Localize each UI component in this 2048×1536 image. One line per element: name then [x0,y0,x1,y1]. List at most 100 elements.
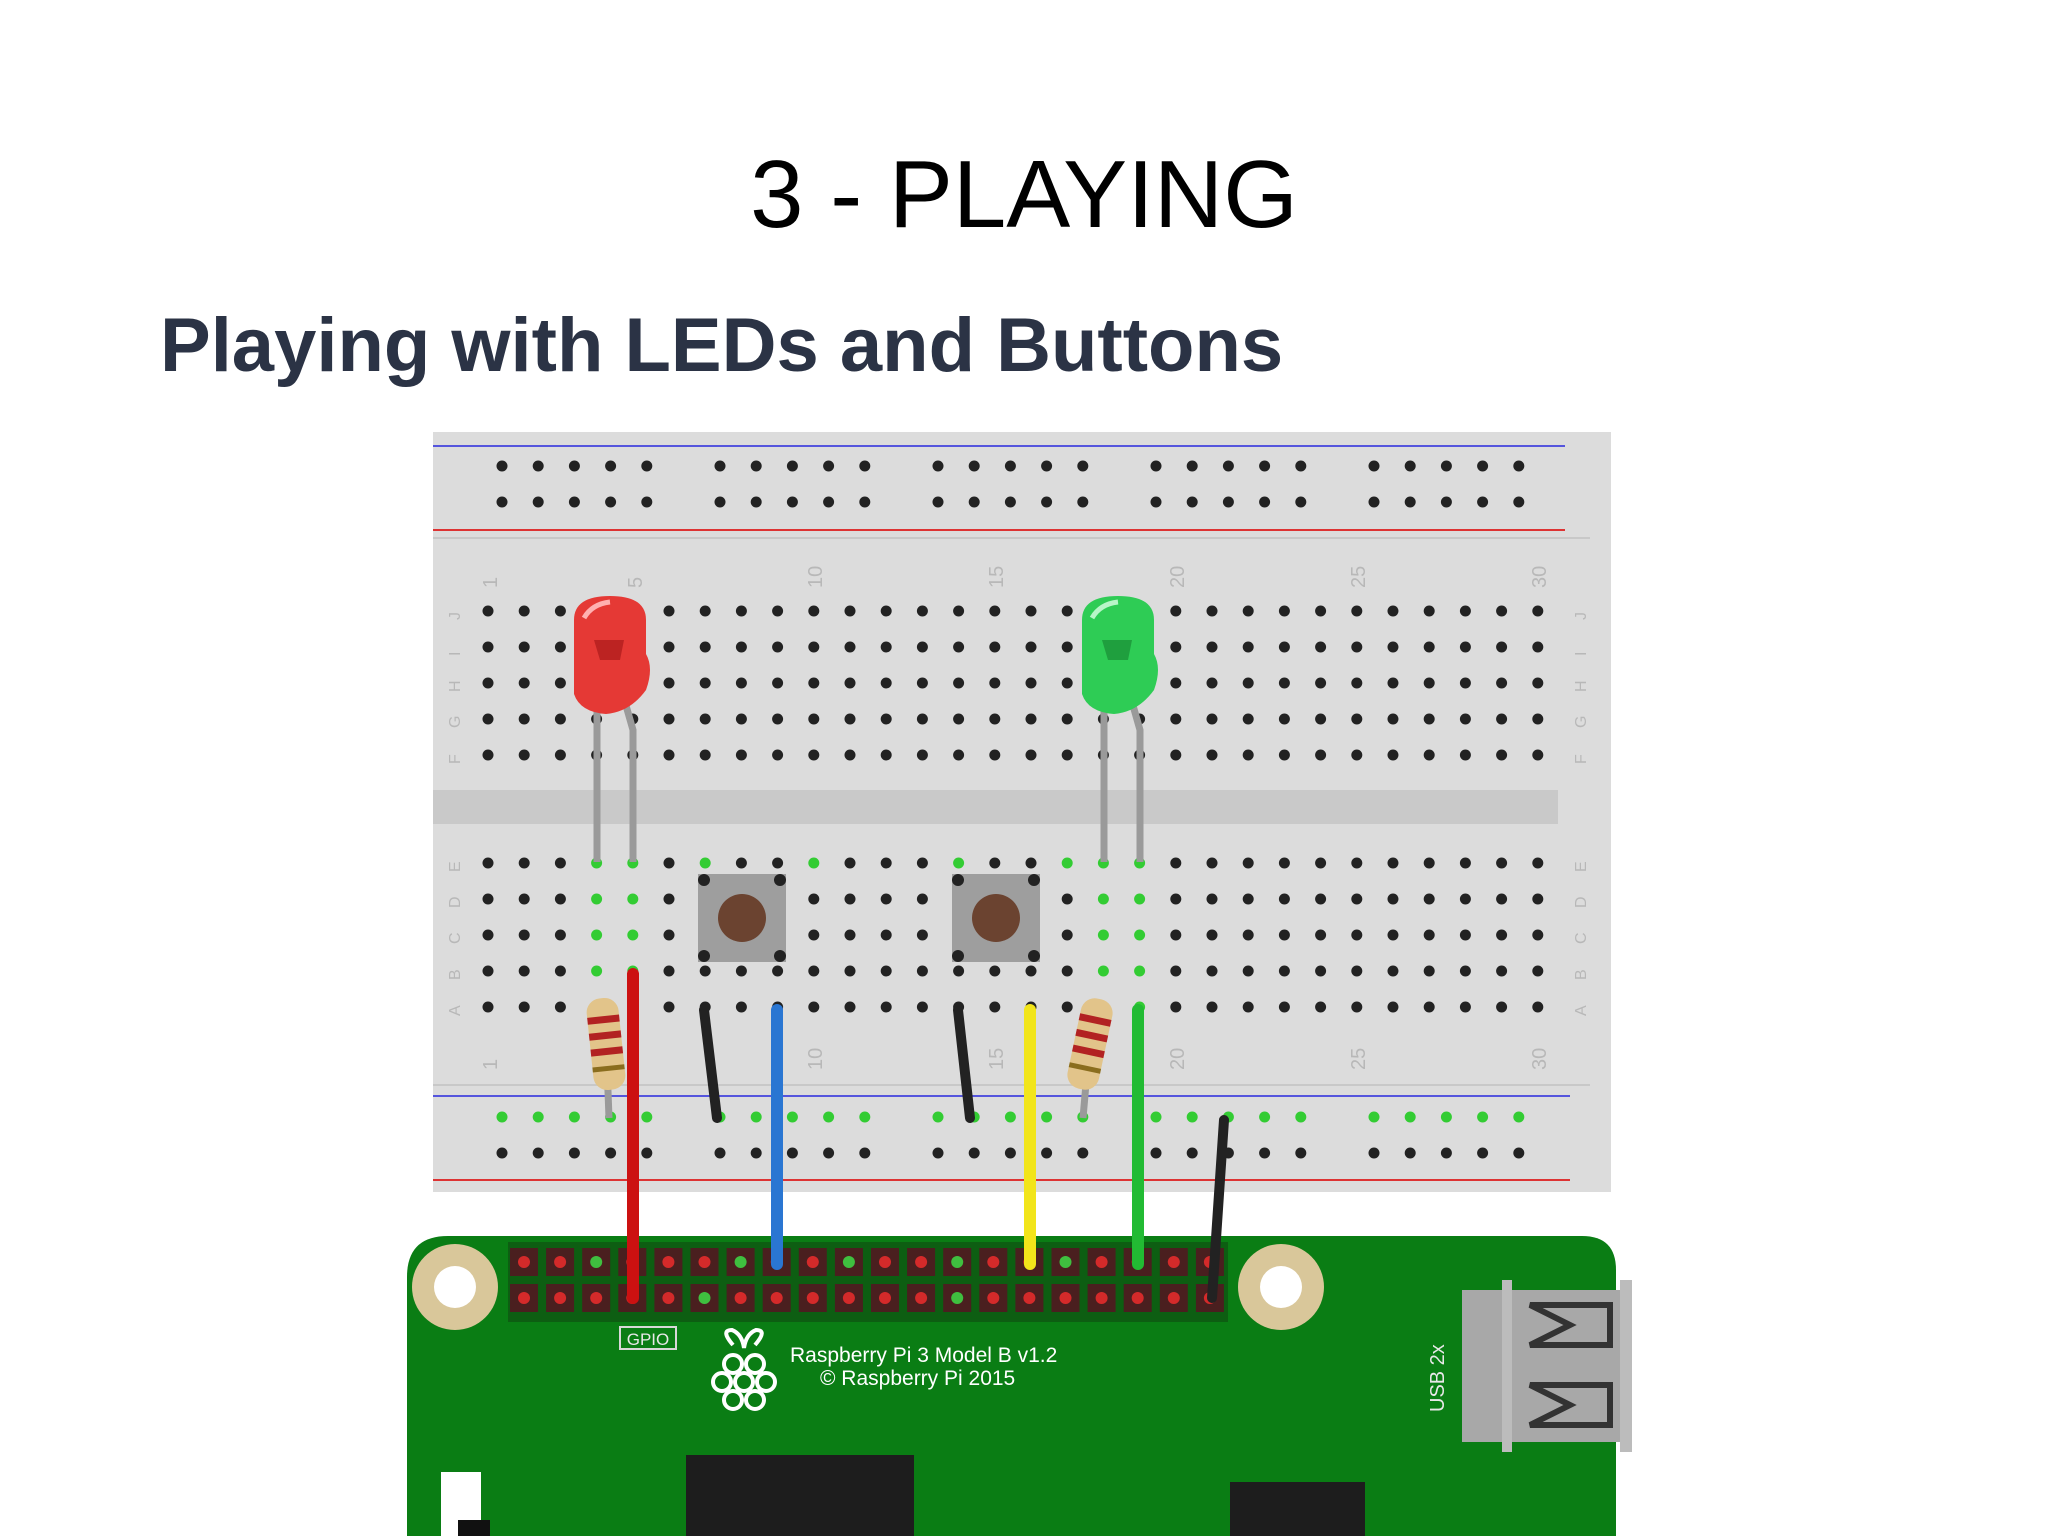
breadboard-hole [1061,893,1073,905]
gpio-pin [842,1256,855,1268]
power-rail-hole [714,496,726,508]
breadboard-hole [1097,965,1109,977]
breadboard-hole [1170,641,1182,653]
column-number: 10 [805,1048,827,1070]
breadboard-hole [1242,749,1254,761]
power-rail-hole [1440,1111,1452,1123]
breadboard-hole [1134,929,1146,941]
breadboard-hole [554,677,566,689]
row-letter: B [1573,969,1590,980]
breadboard-hole [808,965,820,977]
breadboard-hole [1170,965,1182,977]
breadboard-hole [916,929,928,941]
breadboard-hole [772,605,784,617]
breadboard-hole [1242,857,1254,869]
breadboard-hole [663,713,675,725]
gpio-pin [554,1256,567,1268]
breadboard-hole [844,857,856,869]
row-letters: J I H G F E D C B A J I H G F E D C B A [447,612,1590,1016]
power-rail-hole [641,460,653,472]
gpio-pin [698,1292,711,1304]
column-number: 20 [1167,566,1189,588]
power-rail-hole [750,496,762,508]
breadboard-hole [880,713,892,725]
breadboard-hole [1351,857,1363,869]
breadboard-hole [1351,713,1363,725]
copyright-label: © Raspberry Pi 2015 [820,1367,1015,1390]
breadboard-hole [953,965,965,977]
breadboard-hole [844,605,856,617]
breadboard-hole [1387,965,1399,977]
power-rail-hole [641,1147,653,1159]
breadboard-hole [1315,677,1327,689]
gpio-pin [879,1292,891,1304]
breadboard-hole [1315,893,1327,905]
breadboard-hole [1532,965,1544,977]
breadboard-hole [482,677,494,689]
breadboard-hole [989,605,1001,617]
row-letter: D [1573,896,1590,908]
power-rail-hole [786,460,798,472]
breadboard-hole [554,929,566,941]
breadboard-hole [554,965,566,977]
gpio-pin [806,1292,819,1304]
breadboard-hole [699,713,711,725]
breadboard-hole [554,857,566,869]
breadboard-hole [1061,749,1073,761]
breadboard-hole [1315,713,1327,725]
gpio-label: GPIO [627,1330,670,1349]
breadboard-hole [591,929,603,941]
breadboard-hole [1459,749,1471,761]
breadboard-hole [518,857,530,869]
breadboard-hole [989,857,1001,869]
row-letter: J [447,612,464,620]
breadboard-hole [1459,893,1471,905]
breadboard-hole [1532,1001,1544,1013]
column-number: 25 [1348,566,1370,588]
breadboard-hole [1532,641,1544,653]
power-rail-hole [859,1111,871,1123]
breadboard-hole [772,857,784,869]
power-rail-hole [1259,496,1271,508]
breadboard-hole [1387,605,1399,617]
gpio-pin [806,1256,819,1268]
breadboard-hole [554,641,566,653]
breadboard-hole [518,677,530,689]
breadboard-hole [772,641,784,653]
breadboard-hole [482,641,494,653]
red-led [574,596,650,714]
breadboard-hole [1206,605,1218,617]
power-rail-hole [750,1111,762,1123]
power-rail-hole [932,1111,944,1123]
breadboard-hole [699,605,711,617]
gpio-pin [1167,1292,1180,1304]
power-rail-hole [714,460,726,472]
breadboard-hole [1170,1001,1182,1013]
breadboard-hole [880,641,892,653]
breadboard-hole [1459,605,1471,617]
power-rail-hole [1440,460,1452,472]
breadboard-hole [772,965,784,977]
breadboard-hole [1170,857,1182,869]
power-rail-hole [1440,496,1452,508]
gpio-pin [951,1292,964,1304]
breadboard-hole [1170,713,1182,725]
gpio-pin [590,1256,603,1268]
breadboard-hole [482,713,494,725]
breadboard-hole [1206,893,1218,905]
breadboard-hole [1496,893,1508,905]
breadboard-hole [482,1001,494,1013]
breadboard-hole [1387,677,1399,689]
power-rail-hole [823,1111,835,1123]
breadboard-hole [953,857,965,869]
column-number: 20 [1167,1048,1189,1070]
breadboard-hole [989,677,1001,689]
breadboard-hole [1459,857,1471,869]
breadboard-hole [699,749,711,761]
gpio-pin [1095,1256,1108,1268]
breadboard-hole [808,605,820,617]
breadboard-hole [1532,677,1544,689]
power-rail-hole [1477,496,1489,508]
gpio-pin [842,1292,855,1304]
